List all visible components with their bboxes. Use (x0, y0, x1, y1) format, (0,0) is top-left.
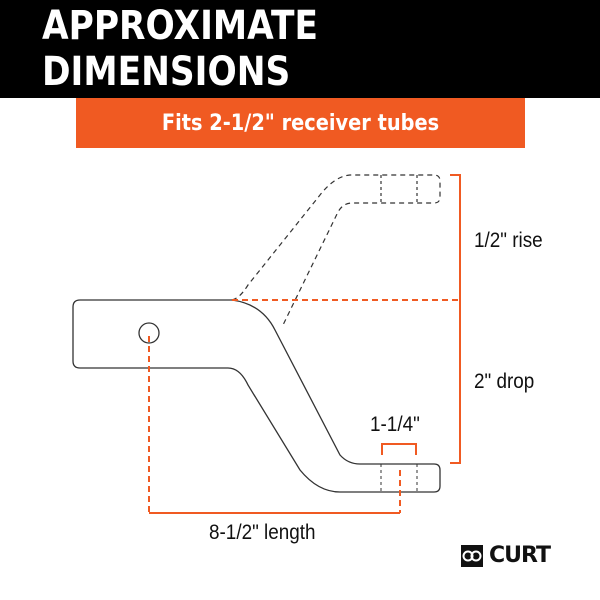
rise-position-outline (231, 174, 441, 326)
curt-logo-icon (461, 544, 483, 567)
rise-label: 1/2" rise (474, 229, 543, 252)
drop-label: 2" drop (474, 370, 535, 393)
page-title: APPROXIMATE DIMENSIONS (42, 3, 319, 95)
brand-logo: CURT (461, 543, 551, 568)
dimension-lines (148, 174, 461, 514)
fit-banner-text: Fits 2-1/2" receiver tubes (161, 110, 440, 136)
brand-name: CURT (489, 543, 551, 568)
rise-drop-bracket (450, 174, 461, 464)
hole-size-label: 1-1/4" (370, 413, 420, 436)
fit-banner: Fits 2-1/2" receiver tubes (76, 98, 525, 148)
length-label: 8-1/2" length (209, 521, 316, 544)
hole-size-bracket (381, 443, 417, 455)
header-bar: APPROXIMATE DIMENSIONS (0, 0, 600, 98)
ball-mount-outline (72, 299, 441, 493)
